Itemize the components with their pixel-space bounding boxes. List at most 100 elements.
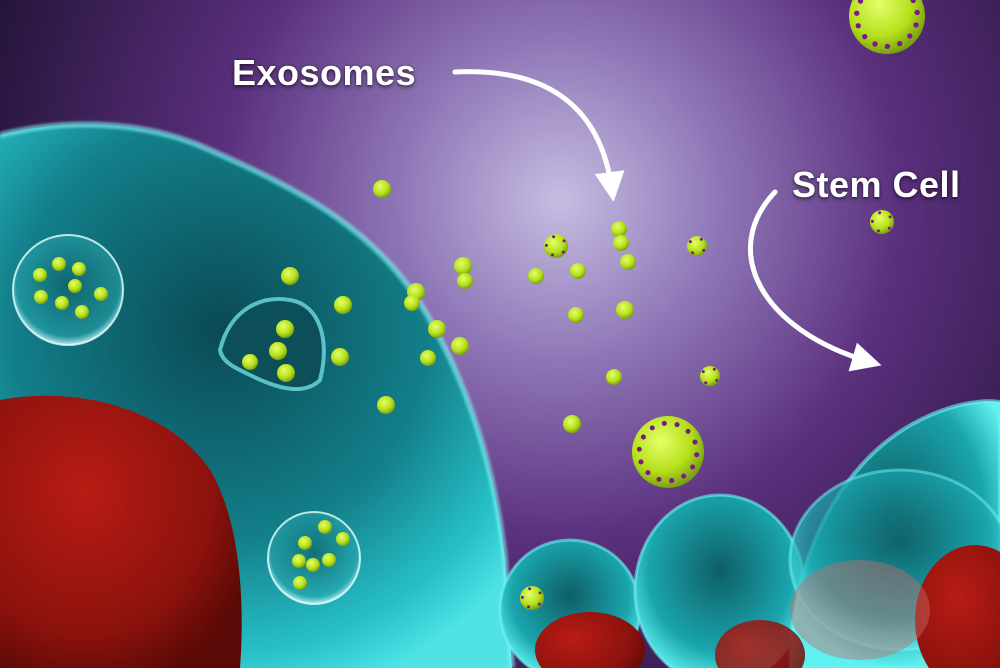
exosome-particle	[318, 520, 332, 534]
exosome-surface-protein	[537, 602, 541, 606]
exosome-particle	[72, 262, 86, 276]
exosome-particle	[277, 364, 295, 382]
exosome-surface-protein	[561, 250, 565, 254]
exosome-particle	[55, 296, 69, 310]
exosome-surface-protein	[661, 420, 667, 426]
exosome-surface-protein	[550, 253, 554, 257]
exosome-surface-protein	[712, 367, 716, 371]
exosome-particle	[457, 273, 473, 289]
exosome-surface-protein	[656, 476, 662, 482]
exosome-surface-protein	[884, 43, 891, 50]
exosome-particle	[620, 254, 636, 270]
exosome-particle	[331, 348, 349, 366]
red-cell-left	[0, 395, 242, 668]
exosome-surface-protein	[674, 422, 680, 428]
exosome-surface-protein	[640, 434, 646, 440]
exosome-particle	[34, 290, 48, 304]
exosome-particle	[306, 558, 320, 572]
exosome-particle	[454, 257, 472, 275]
exosome-surface-protein	[887, 226, 891, 230]
exosome-particle	[276, 320, 294, 338]
exosome-particle	[293, 576, 307, 590]
exosome-particle	[451, 337, 469, 355]
exosome-particle	[33, 268, 47, 282]
exosome-particle	[611, 221, 627, 237]
stem-cell-label: Stem Cell	[792, 164, 961, 205]
exosomes-label: Exosomes	[232, 52, 417, 93]
exosome-particle	[242, 354, 258, 370]
exosome-surface-protein	[702, 248, 706, 252]
exosome-particle	[75, 305, 89, 319]
exosome-particle	[68, 279, 82, 293]
exosome-surface-protein	[638, 459, 644, 465]
exosome-particle	[292, 554, 306, 568]
exosome-surface-protein	[669, 478, 675, 484]
exosome-particles	[33, 0, 925, 610]
exosome-surface-protein	[692, 439, 698, 445]
exosome-surface-protein	[715, 378, 719, 382]
exosome-surface-protein	[854, 10, 860, 16]
exosome-surface-protein	[690, 464, 696, 470]
exosome-surface-protein	[528, 587, 532, 591]
exosome-surface-protein	[857, 0, 864, 4]
exosome-particle	[322, 553, 336, 567]
exosome-particle	[420, 350, 436, 366]
exosome-particle	[377, 396, 395, 414]
exosome-surface-protein	[645, 470, 651, 476]
exosome-surface-protein	[910, 0, 916, 4]
arrow-stem-cell	[747, 189, 882, 372]
exosome-surface-protein	[526, 605, 530, 609]
exosome-particle	[570, 263, 586, 279]
exosome-particle	[687, 236, 707, 256]
exosome-particle	[606, 369, 622, 385]
exosome-particle	[94, 287, 108, 301]
exosome-particle	[404, 295, 420, 311]
exosome-surface-protein	[704, 381, 708, 385]
arrow-exosomes	[452, 69, 625, 202]
exosome-surface-protein	[562, 239, 566, 243]
exosome-particle	[269, 342, 287, 360]
vesicle-lower	[267, 511, 361, 605]
exosome-surface-protein	[699, 237, 703, 241]
stem-cell-cluster	[498, 399, 1000, 668]
exosome-surface-protein	[913, 22, 919, 28]
exosome-surface-protein	[872, 41, 878, 47]
exosome-surface-protein	[914, 9, 920, 16]
vesicle-upper-left	[12, 234, 124, 346]
exosome-particle	[334, 296, 352, 314]
exosome-surface-protein	[855, 23, 861, 29]
exosome-particle	[613, 235, 629, 251]
exosome-surface-protein	[688, 240, 692, 244]
exosome-surface-protein	[897, 40, 903, 47]
exosome-particle	[849, 0, 925, 54]
exosome-surface-protein	[649, 425, 655, 431]
exosome-surface-protein	[681, 473, 687, 479]
exosome-surface-protein	[636, 446, 642, 452]
exosome-surface-protein	[544, 243, 548, 247]
exosome-surface-protein	[520, 595, 524, 599]
exosome-surface-protein	[685, 428, 691, 434]
exosome-surface-protein	[691, 251, 695, 255]
exosome-particle	[563, 415, 581, 433]
exosome-particle	[616, 301, 634, 319]
exosome-surface-protein	[878, 211, 882, 215]
exosome-particle	[52, 257, 66, 271]
exosome-surface-protein	[701, 370, 705, 374]
exosome-particle	[373, 180, 391, 198]
exosome-surface-protein	[907, 33, 913, 39]
exosome-particle	[528, 268, 544, 284]
exosome-particle	[298, 536, 312, 550]
exosome-particle	[336, 532, 350, 546]
exosome-surface-protein	[694, 452, 700, 458]
exosome-particle	[281, 267, 299, 285]
exosome-particle	[632, 416, 704, 488]
exosome-surface-protein	[876, 229, 880, 233]
exosome-surface-protein	[862, 33, 868, 40]
exosome-surface-protein	[552, 235, 556, 239]
exosome-particle	[700, 366, 720, 386]
exosome-surface-protein	[870, 219, 874, 223]
exosome-particle	[428, 320, 446, 338]
exosome-particle	[568, 307, 584, 323]
